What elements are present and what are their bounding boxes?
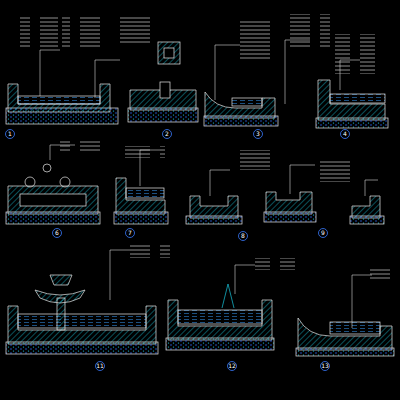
callout-number: 12: [228, 363, 236, 369]
callout-number: 1: [8, 131, 12, 137]
callout-number: 2: [165, 131, 169, 137]
callout-number: 8: [241, 233, 245, 239]
callout-number: 9: [321, 230, 325, 236]
callout-number: 13: [321, 363, 329, 369]
callout-number: 11: [96, 363, 104, 369]
callout-number: 7: [128, 230, 132, 236]
callout-number: 6: [55, 230, 59, 236]
callout-number: 3: [256, 131, 260, 137]
callout-number: 4: [343, 131, 347, 137]
